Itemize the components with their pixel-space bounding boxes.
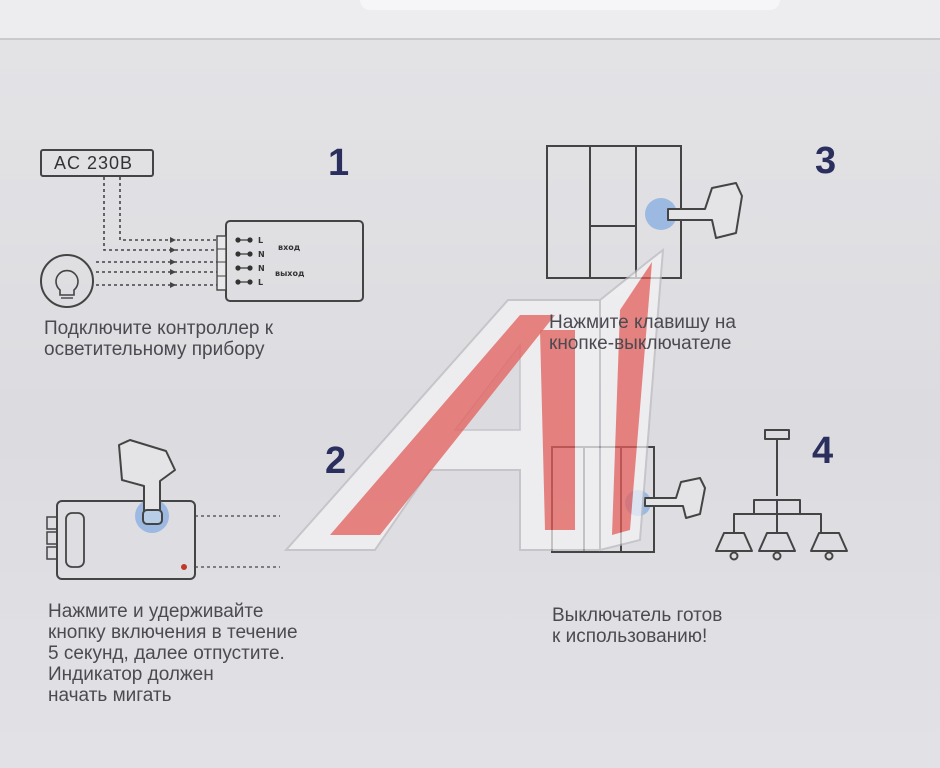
step-number-4: 4 [812,430,834,472]
step-caption-3: Нажмите клавишу на кнопке-выключателе [549,312,736,354]
wire-arrows [170,237,176,288]
step-number-2: 2 [325,440,347,482]
terminal-n-1: N [258,250,265,259]
wiring-diagram [96,177,218,286]
hand-pointer-icon-3 [644,477,706,519]
controller-icon: L N N L вход выход [216,220,364,302]
chandelier-icon [715,429,848,561]
terminal-l-2: L [258,278,263,287]
power-source-label: AC 230B [40,149,154,177]
step-caption-4: Выключатель готов к использованию! [552,605,723,647]
hand-pointer-icon [118,439,176,525]
step-caption-1: Подключите контроллер к осветительному п… [44,318,274,360]
indicator-led [181,564,187,570]
input-label: вход [278,243,301,252]
terminal-l-1: L [258,236,263,245]
switch-press-highlight [645,198,677,230]
output-label: выход [275,269,305,278]
terminal-n-2: N [258,264,265,273]
step-number-3: 3 [815,140,837,182]
hand-pointer-icon-2 [667,182,743,239]
controller-large-icon [46,499,280,580]
step-caption-2: Нажмите и удерживайте кнопку включения в… [48,601,298,706]
bulb-icon [40,254,94,308]
box-flap [360,0,780,10]
watermark-logo-icon [283,247,665,552]
step-number-1: 1 [328,142,350,184]
